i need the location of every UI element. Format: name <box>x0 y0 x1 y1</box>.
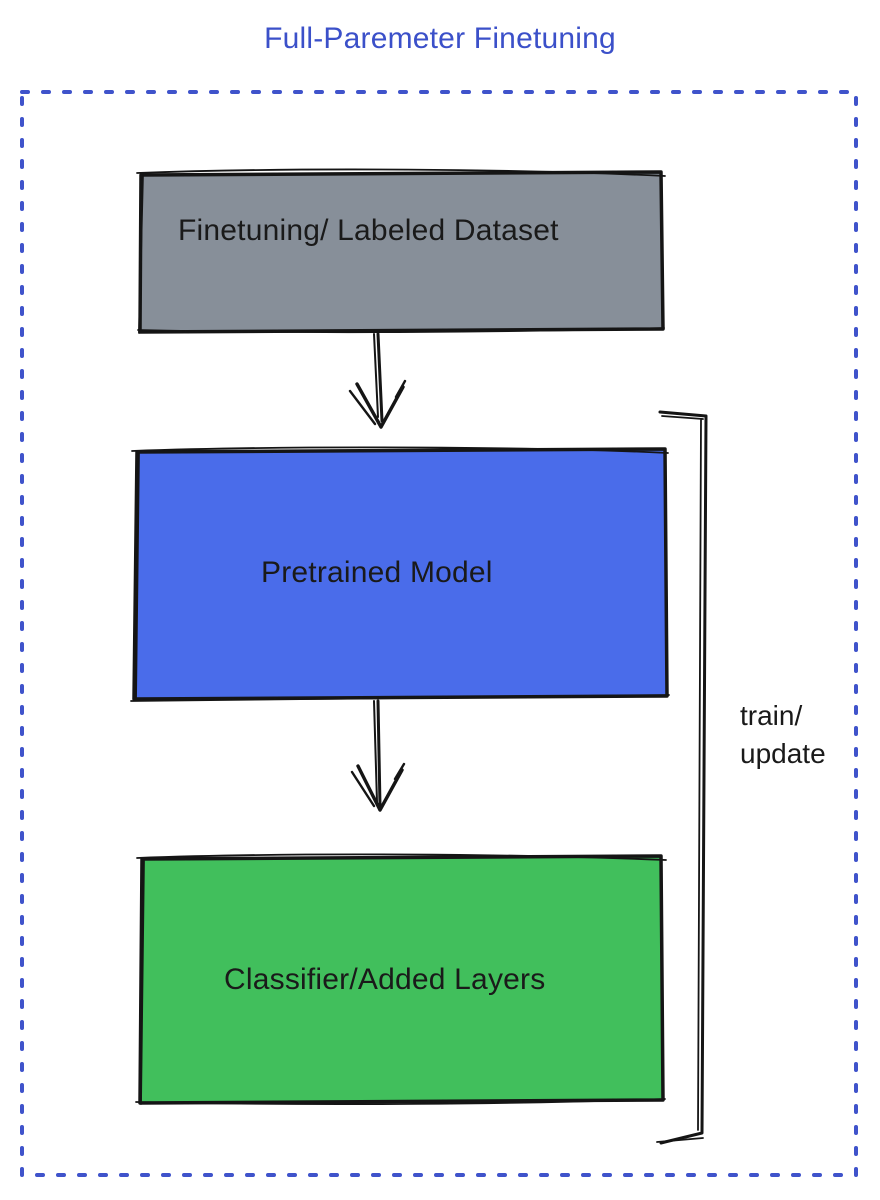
dotted-frame <box>20 90 858 1177</box>
train-update-label: train/ update <box>740 700 826 769</box>
train-update-bracket <box>656 410 708 1145</box>
classifier-box-sketch-lines <box>135 853 667 1106</box>
dataset-box <box>138 170 665 334</box>
pretrained-box-sketch-lines <box>130 446 670 702</box>
arrow-dataset-to-pretrained <box>348 332 407 429</box>
dataset-box-sketch-lines <box>136 168 666 334</box>
dataset-box-label: Finetuning/ Labeled Dataset <box>178 214 559 247</box>
pretrained-box <box>132 447 669 701</box>
diagram-title: Full-Paremeter Finetuning <box>264 22 616 55</box>
classifier-box-label: Classifier/Added Layers <box>224 963 546 996</box>
pretrained-box-label: Pretrained Model <box>261 556 493 589</box>
arrow-pretrained-to-classifier <box>350 699 406 812</box>
classifier-box <box>138 854 665 1105</box>
